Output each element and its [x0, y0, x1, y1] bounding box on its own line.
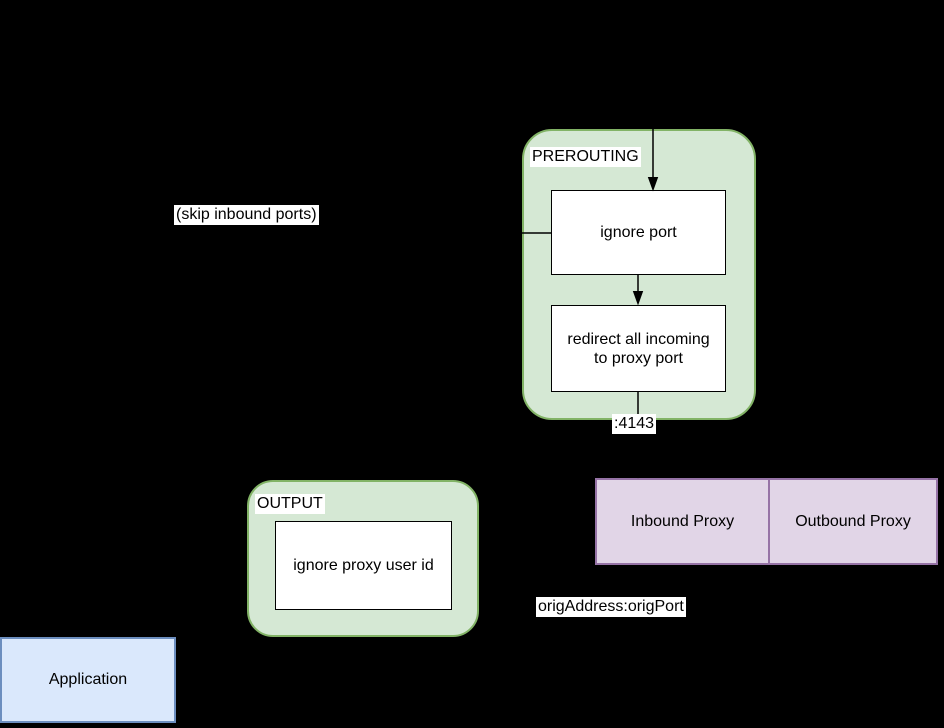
skip-inbound-ports-label: (skip inbound ports): [174, 205, 319, 225]
redirect-label: redirect all incoming to proxy port: [567, 330, 710, 367]
outbound-proxy-box: Outbound Proxy: [768, 478, 938, 565]
redirect-to-inbound-proxy-arrowhead: [632, 464, 644, 479]
redirect-node: redirect all incoming to proxy port: [551, 305, 726, 392]
inbound-proxy-label: Inbound Proxy: [630, 512, 735, 530]
orig-destination-label: origAddress:origPort: [536, 597, 686, 617]
ignore-proxy-user-id-node: ignore proxy user id: [275, 521, 452, 610]
prerouting-title-label: PREROUTING: [530, 147, 641, 167]
proxy-port-label: :4143: [612, 414, 657, 434]
outbound-proxy-label: Outbound Proxy: [795, 512, 911, 530]
ignore-port-node: ignore port: [551, 190, 726, 275]
ignore-port-label: ignore port: [600, 224, 677, 241]
application-label: Application: [48, 671, 128, 688]
ignore-proxy-user-id-label: ignore proxy user id: [293, 557, 434, 574]
application-box: Application: [0, 637, 176, 723]
inbound-proxy-box: Inbound Proxy: [595, 478, 770, 565]
output-title-label: OUTPUT: [255, 494, 325, 514]
